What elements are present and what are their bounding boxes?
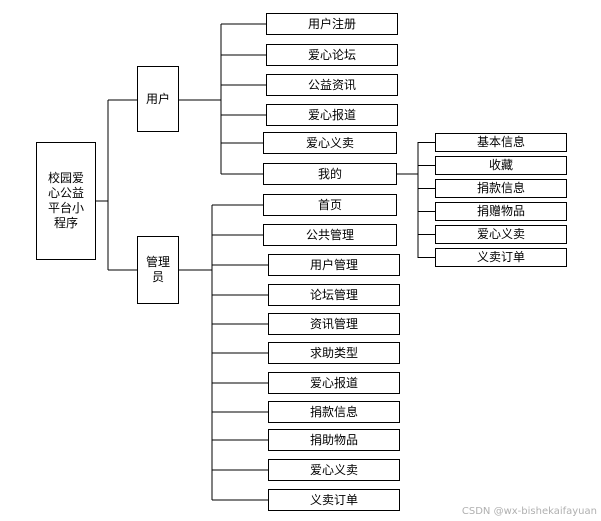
user-item-node-1: 用户注册 [266, 13, 398, 35]
user-item-node-2: 爱心论坛 [266, 44, 398, 66]
admin-item-node-7: 爱心报道 [268, 372, 400, 394]
user-item-node-3: 公益资讯 [266, 74, 398, 96]
admin-item-node-8: 捐款信息 [268, 401, 400, 423]
admin-item-node-11: 义卖订单 [268, 489, 400, 511]
mine-item-node-1: 基本信息 [435, 133, 567, 152]
user-item-node-4: 爱心报道 [266, 104, 398, 126]
mine-item-node-4: 捐赠物品 [435, 202, 567, 221]
admin-item-node-6: 求助类型 [268, 342, 400, 364]
user-item-node-6: 我的 [263, 163, 397, 185]
admin-node: 管理 员 [137, 236, 179, 304]
mine-item-node-2: 收藏 [435, 156, 567, 175]
admin-item-node-10: 爱心义卖 [268, 459, 400, 481]
admin-item-node-3: 用户管理 [268, 254, 400, 276]
root-node: 校园爱 心公益 平台小 程序 [36, 142, 96, 260]
admin-item-node-9: 捐助物品 [268, 429, 400, 451]
admin-item-node-5: 资讯管理 [268, 313, 400, 335]
connector-lines [96, 23, 435, 501]
admin-item-node-1: 首页 [263, 194, 397, 216]
admin-item-node-4: 论坛管理 [268, 284, 400, 306]
user-node: 用户 [137, 66, 179, 132]
mine-item-node-5: 爱心义卖 [435, 225, 567, 244]
admin-item-node-2: 公共管理 [263, 224, 397, 246]
mine-item-node-3: 捐款信息 [435, 179, 567, 198]
mine-item-node-6: 义卖订单 [435, 248, 567, 267]
user-item-node-5: 爱心义卖 [263, 132, 397, 154]
watermark: CSDN @wx-bishekaifayuan [461, 506, 597, 517]
